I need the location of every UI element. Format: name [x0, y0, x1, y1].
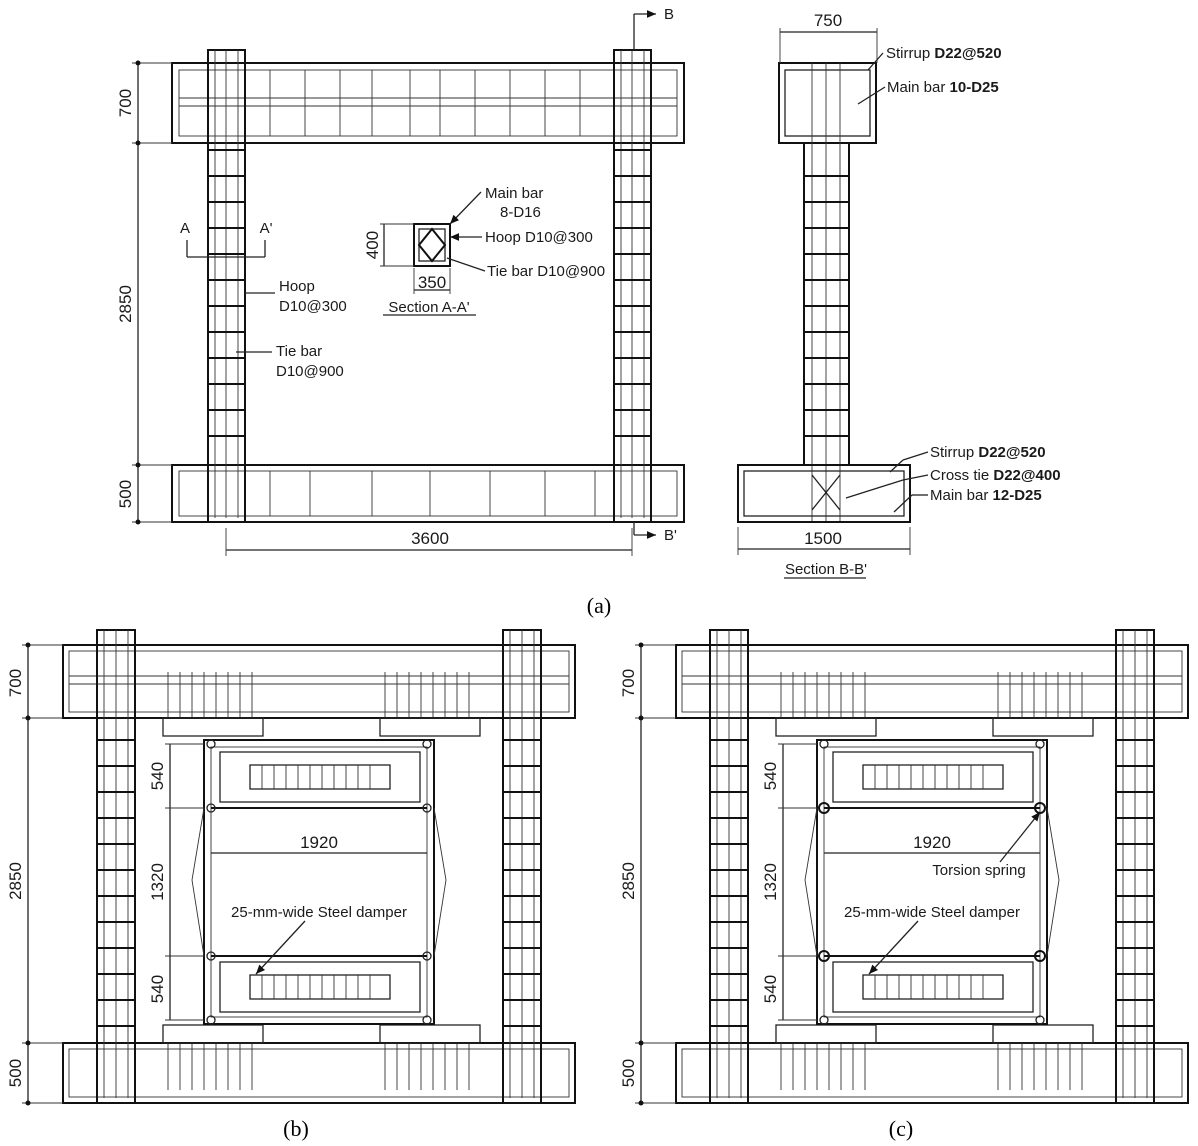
c-dim-540-bot: 540	[761, 975, 780, 1003]
section-b-cross-tie: Cross tie D22@400	[930, 467, 1061, 484]
c-dim-top: 700	[619, 669, 638, 697]
section-a-mainbar-label: Main bar	[485, 185, 543, 202]
section-a-width: 350	[418, 273, 446, 292]
section-a-hoop: Hoop D10@300	[485, 229, 593, 246]
dim-beam-top: 700	[116, 89, 135, 117]
b-damper-label: 25-mm-wide Steel damper	[231, 904, 407, 921]
dim-column-height: 2850	[116, 285, 135, 323]
hoop-spec: D10@300	[279, 298, 347, 315]
section-b-base-stirrup: Stirrup D22@520	[930, 444, 1046, 461]
b-dim-540-bot: 540	[148, 975, 167, 1003]
c-dim-bot: 500	[619, 1059, 638, 1087]
section-a-mainbar-spec: 8-D16	[500, 204, 541, 221]
section-b-base-mainbar: Main bar 12-D25	[930, 487, 1042, 504]
caption-b: (b)	[283, 1116, 309, 1141]
cut-label-a: A	[180, 220, 190, 237]
c-dim-540-top: 540	[761, 762, 780, 790]
panel-b-frame-with-damper	[22, 629, 576, 1106]
c-damper-label: 25-mm-wide Steel damper	[844, 904, 1020, 921]
caption-a: (a)	[587, 593, 611, 618]
panel-c-frame-with-spring	[635, 629, 1189, 1106]
dim-span: 3600	[411, 529, 449, 548]
section-b-title: Section B-B'	[785, 561, 867, 578]
hoop-label: Hoop	[279, 278, 315, 295]
cut-label-b-prime: B'	[664, 527, 677, 544]
section-b-base-width: 1500	[804, 529, 842, 548]
section-b-top-stirrup: Stirrup D22@520	[886, 45, 1002, 62]
section-a-height: 400	[363, 231, 382, 259]
b-dim-span: 1920	[300, 833, 338, 852]
cut-label-a-prime: A'	[260, 220, 273, 237]
dim-base: 500	[116, 480, 135, 508]
c-dim-mid: 2850	[619, 862, 638, 900]
b-dim-bot: 500	[6, 1059, 25, 1087]
b-dim-1320: 1320	[148, 863, 167, 901]
b-dim-mid: 2850	[6, 862, 25, 900]
cut-label-b: B	[664, 6, 674, 23]
section-b-width: 750	[814, 11, 842, 30]
section-a-title: Section A-A'	[388, 299, 469, 316]
caption-c: (c)	[889, 1116, 913, 1141]
tiebar-spec: D10@900	[276, 363, 344, 380]
c-dim-span: 1920	[913, 833, 951, 852]
section-b-top-mainbar: Main bar 10-D25	[887, 79, 999, 96]
section-b-detail	[737, 28, 929, 579]
c-spring-label: Torsion spring	[932, 862, 1025, 879]
panel-a-frame-elevation	[132, 10, 685, 556]
b-dim-top: 700	[6, 669, 25, 697]
b-dim-540-top: 540	[148, 762, 167, 790]
c-dim-1320: 1320	[761, 863, 780, 901]
section-a-tiebar: Tie bar D10@900	[487, 263, 605, 280]
tiebar-label: Tie bar	[276, 343, 322, 360]
section-a-detail	[380, 191, 486, 316]
